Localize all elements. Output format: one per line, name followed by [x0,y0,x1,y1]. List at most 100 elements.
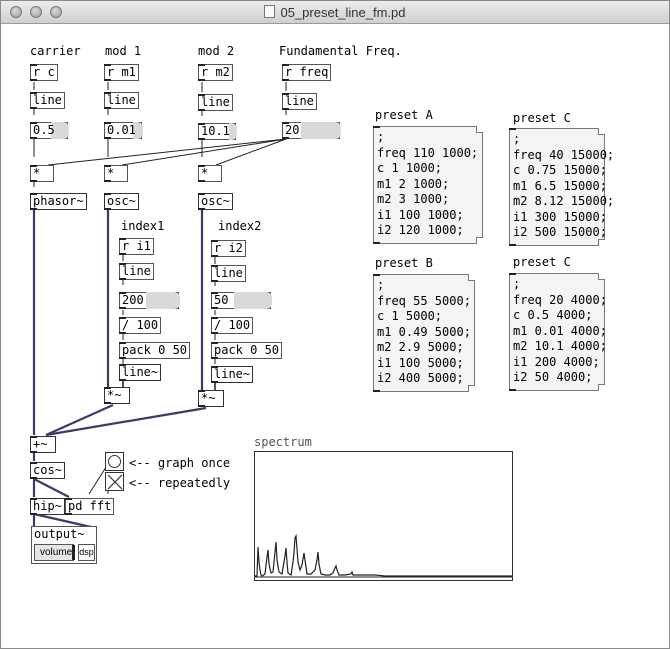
message-line: ; [513,132,521,146]
receive-index1-object[interactable]: r i1 [119,238,154,255]
mod1-number-value: 0.01 [107,123,136,137]
message-line: m2 2.9 5000; [377,340,464,354]
multiply-mod2-object[interactable]: * [198,165,222,182]
index2-number-box[interactable]: 50 [211,292,272,309]
message-line: m2 8.12 15000; [513,194,615,208]
receive-freq-object[interactable]: r freq [282,64,332,81]
message-line: m2 10.1 4000; [513,339,607,353]
preset-c2-message[interactable]: ; freq 20 4000; c 0.5 4000; m1 0.01 4000… [509,273,607,391]
pack-index2-object[interactable]: pack 0 50 [211,342,283,359]
spectrum-graph-label: spectrum [254,435,312,449]
divide-index1-object[interactable]: / 100 [119,317,162,334]
add-signal-object[interactable]: +~ [30,436,56,453]
message-line: c 1 5000; [377,309,443,323]
number-box-extension [146,292,180,309]
message-line: i1 200 4000; [513,354,600,369]
message-line: m1 0.01 4000; [513,323,607,338]
message-notch [476,126,483,133]
volume-slider[interactable]: volume [34,544,75,561]
receive-mod1-object[interactable]: r m1 [104,64,139,81]
message-notch [598,384,605,391]
index2-number-value: 50 [214,293,229,307]
line-index2-object[interactable]: line [211,265,246,282]
cosine-object[interactable]: cos~ [30,462,65,479]
line-index1-object[interactable]: line [119,263,154,280]
line-carrier-object[interactable]: line [30,92,65,109]
pd-fft-subpatch[interactable]: pd fft [65,498,115,515]
document-icon [264,5,276,18]
multiply-signal-index1-object[interactable]: *~ [104,387,130,404]
window-title-text: 05_preset_line_fm.pd [280,5,406,20]
message-line: c 0.5 4000; [513,308,593,322]
spectrum-graph[interactable] [254,451,513,581]
freq-number-value: 20 [285,123,300,137]
carrier-number-value: 0.5 [33,123,55,137]
title-bar: 05_preset_line_fm.pd [1,1,669,24]
message-line: i1 100 5000; [377,355,464,370]
preset-c2-comment: preset C [513,255,571,269]
number-box-extension [133,122,143,139]
line-freq-object[interactable]: line [282,93,317,110]
message-line: ; [377,130,385,144]
patch-canvas[interactable]: carrier mod 1 mod 2 Fundamental Freq. r … [1,24,669,648]
mod1-number-box[interactable]: 0.01 [104,122,143,139]
osc-mod2-object[interactable]: osc~ [198,193,233,210]
freq-number-box[interactable]: 20 [282,122,341,139]
message-line: i1 100 1000; [377,207,464,222]
message-line: m2 3 1000; [377,192,450,206]
spectrum-plot [255,533,512,578]
message-notch [468,274,475,281]
message-line: i2 50 4000; [513,370,593,384]
carrier-comment: carrier [30,44,81,58]
mod2-comment: mod 2 [198,44,235,58]
line-mod1-object[interactable]: line [104,92,139,109]
fundamental-freq-comment: Fundamental Freq. [279,44,402,58]
zoom-window-button[interactable] [50,6,62,18]
repeatedly-comment: <-- repeatedly [129,476,231,490]
index1-number-value: 200 [122,293,144,307]
signal-cords [32,210,216,529]
message-line: i2 500 15000; [513,225,607,239]
multiply-carrier-object[interactable]: * [30,165,54,182]
message-line: freq 40 15000; [513,147,615,162]
message-line: freq 20 4000; [513,292,607,307]
divide-index2-object[interactable]: / 100 [211,317,254,334]
phasor-object[interactable]: phasor~ [30,193,87,210]
message-line: i1 300 15000; [513,209,607,224]
multiply-signal-index2-object[interactable]: *~ [198,390,224,407]
volume-slider-handle[interactable] [72,545,75,560]
control-cords [33,82,287,495]
mod2-number-box[interactable]: 10.1 [198,123,237,140]
message-notch [598,128,605,135]
carrier-number-box[interactable]: 0.5 [30,122,69,139]
receive-carrier-object[interactable]: r c [30,64,58,81]
preset-c1-message[interactable]: ; freq 40 15000; c 0.75 15000; m1 6.5 15… [509,128,615,246]
line-sig-index1-object[interactable]: line~ [119,364,162,381]
graph-once-comment: <-- graph once [129,456,231,470]
message-line: i2 400 5000; [377,371,464,385]
pack-index1-object[interactable]: pack 0 50 [119,342,191,359]
output-abstraction[interactable]: output~ volume dsp [31,526,97,564]
preset-a-comment: preset A [375,108,433,122]
multiply-mod1-object[interactable]: * [104,165,128,182]
volume-label: volume [40,547,73,558]
preset-b-message[interactable]: ; freq 55 5000; c 1 5000; m1 0.49 5000; … [373,274,475,392]
line-sig-index2-object[interactable]: line~ [211,366,254,383]
osc-mod1-object[interactable]: osc~ [104,193,139,210]
close-window-button[interactable] [10,6,22,18]
patch-cords [32,82,287,529]
spectrum-trace [255,533,512,577]
message-line: c 1 1000; [377,161,443,175]
index1-number-box[interactable]: 200 [119,292,180,309]
preset-a-message[interactable]: ; freq 110 1000; c 1 1000; m1 2 1000; m2… [373,126,483,244]
receive-mod2-object[interactable]: r m2 [198,64,233,81]
receive-index2-object[interactable]: r i2 [211,240,246,257]
graph-once-bang[interactable] [105,452,124,471]
highpass-object[interactable]: hip~ [30,498,65,515]
dsp-toggle[interactable]: dsp [78,544,95,561]
message-line: m1 2 1000; [377,176,450,191]
minimize-window-button[interactable] [30,6,42,18]
line-mod2-object[interactable]: line [198,94,233,111]
repeat-toggle[interactable] [105,472,124,491]
